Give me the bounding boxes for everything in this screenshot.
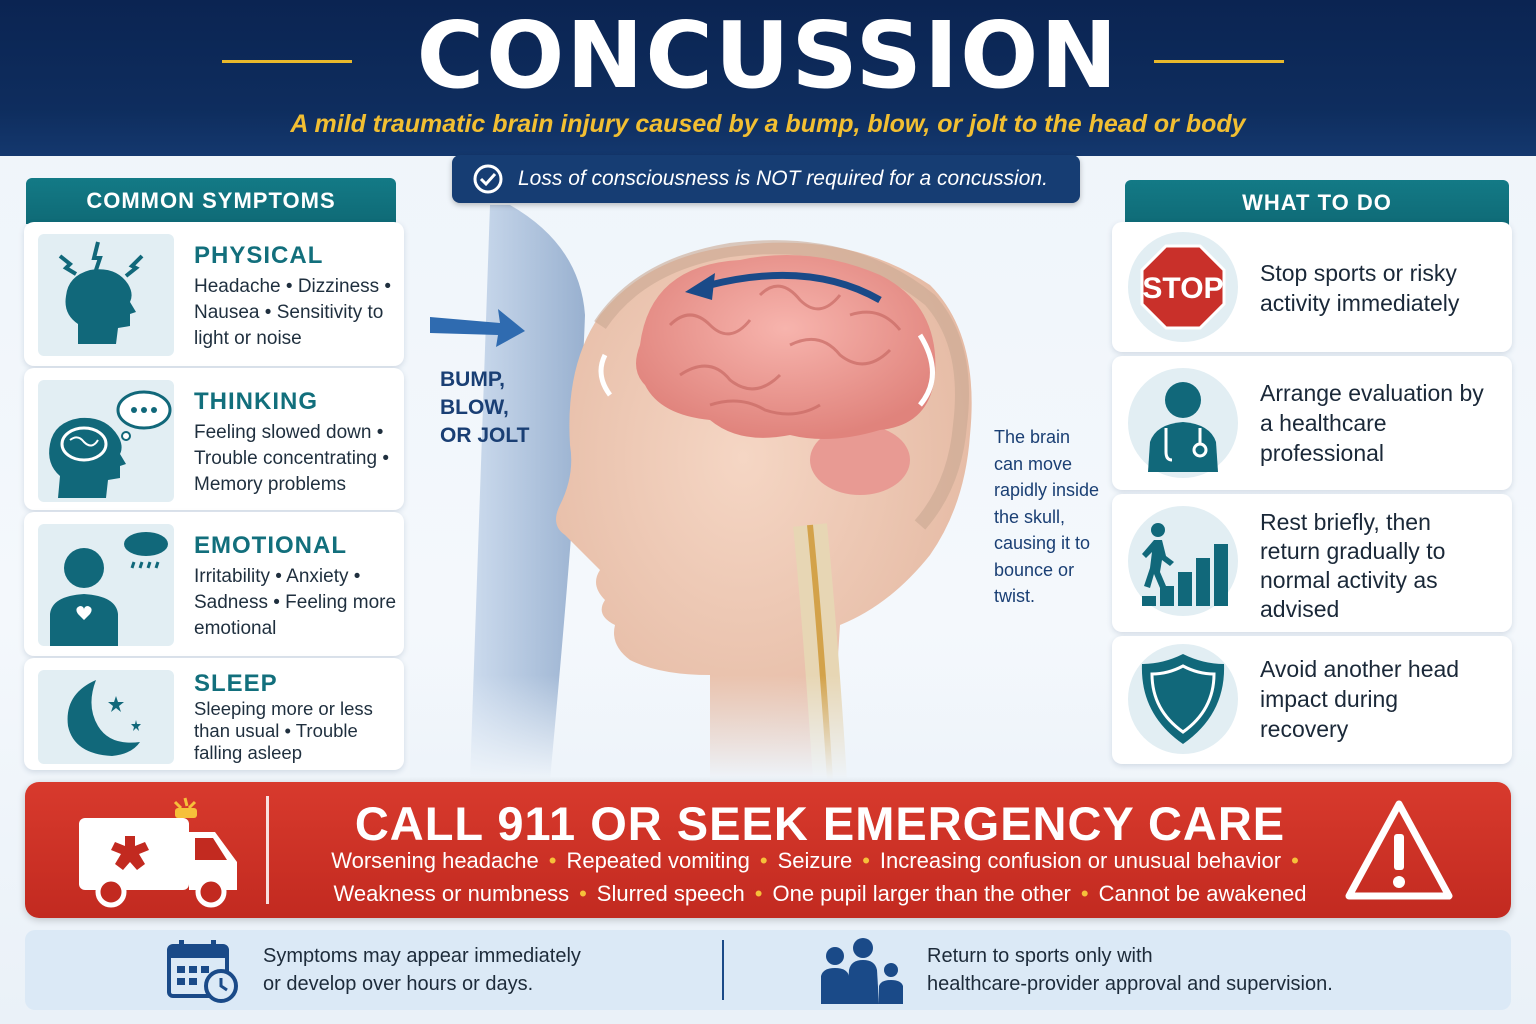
title-rule-right <box>1154 60 1284 63</box>
impact-surface <box>470 205 585 780</box>
return-to-sports-note: Return to sports only with healthcare-pr… <box>927 945 1333 995</box>
symptom-card-emotional: EMOTIONAL Irritability • Anxiety • Sadne… <box>24 512 404 656</box>
impact-label: BUMP, BLOW, OR JOLT <box>440 368 530 447</box>
brain-motion-arrow-icon <box>709 271 882 304</box>
action-text: Rest briefly, then return gradually to n… <box>1260 509 1446 622</box>
doctor-icon <box>1128 368 1238 478</box>
brain-movement-note: The brain can move rapidly inside the sk… <box>994 427 1100 606</box>
stairs-progress-icon <box>1128 506 1238 616</box>
brain-thought-icon <box>38 380 174 502</box>
shield-icon <box>1128 644 1238 754</box>
page-subtitle: A mild traumatic brain injury caused by … <box>290 110 1246 138</box>
what-to-do-heading: WHAT TO DO <box>1125 180 1509 226</box>
header-banner: CONCUSSION A mild traumatic brain injury… <box>0 0 1536 156</box>
action-card-rest: Rest briefly, then return gradually to n… <box>1112 494 1512 632</box>
emergency-signs-line-1: Worsening headache•Repeated vomiting•Sei… <box>331 848 1299 873</box>
brain <box>636 255 936 439</box>
head-brain-illustration <box>410 205 1110 780</box>
stop-sign-icon: STOP <box>1128 232 1238 342</box>
person-raincloud-icon <box>38 524 174 646</box>
symptom-description: Sleeping more or less than usual • Troub… <box>194 698 373 763</box>
family-icon <box>821 938 903 1004</box>
footer-notes: Symptoms may appear immediately or devel… <box>25 930 1511 1010</box>
loc-banner: Loss of consciousness is NOT required fo… <box>452 155 1080 203</box>
symptom-description: Irritability • Anxiety • Sadness • Feeli… <box>194 566 397 639</box>
symptom-category: SLEEP <box>194 670 278 697</box>
emergency-divider <box>266 796 269 904</box>
action-card-evaluation: Arrange evaluation by a healthcare profe… <box>1112 356 1512 490</box>
moon-stars-icon <box>38 670 174 764</box>
check-circle-icon <box>473 164 503 194</box>
emergency-banner: CALL 911 OR SEEK EMERGENCY CARE Worsenin… <box>25 782 1511 918</box>
ambulance-icon <box>79 797 237 908</box>
symptom-card-physical: PHYSICAL Headache • Dizziness • Nausea •… <box>24 222 404 366</box>
page-title: CONCUSSION <box>416 2 1120 109</box>
symptoms-heading: COMMON SYMPTOMS <box>26 178 396 224</box>
warning-icon <box>1345 800 1453 900</box>
impact-arrow-icon <box>430 309 525 347</box>
footer-divider <box>722 940 724 1000</box>
symptom-description: Headache • Dizziness • Nausea • Sensitiv… <box>194 276 392 349</box>
action-text: Stop sports or risky activity immediatel… <box>1260 260 1460 316</box>
head-pain-icon <box>38 234 174 356</box>
loc-banner-text: Loss of consciousness is NOT required fo… <box>518 167 1048 190</box>
skull-outline <box>594 240 969 530</box>
symptom-category: PHYSICAL <box>194 242 324 269</box>
action-text: Arrange evaluation by a healthcare profe… <box>1260 380 1484 466</box>
symptom-card-sleep: SLEEP Sleeping more or less than usual •… <box>24 658 404 770</box>
action-card-avoid: Avoid another head impact during recover… <box>1112 636 1512 764</box>
symptom-timing-note: Symptoms may appear immediately or devel… <box>263 945 581 995</box>
emergency-signs-line-2: Weakness or numbness•Slurred speech•One … <box>333 881 1307 906</box>
stop-sign-text: STOP <box>1142 272 1223 305</box>
symptom-description: Feeling slowed down • Trouble concentrat… <box>194 422 390 495</box>
cerebellum <box>810 425 910 495</box>
emergency-title: CALL 911 OR SEEK EMERGENCY CARE <box>354 797 1286 850</box>
symptom-category: THINKING <box>194 388 318 415</box>
symptom-card-thinking: THINKING Feeling slowed down • Trouble c… <box>24 368 404 510</box>
action-text: Avoid another head impact during recover… <box>1260 656 1460 742</box>
symptom-category: EMOTIONAL <box>194 532 347 559</box>
title-rule-left <box>222 60 352 63</box>
calendar-clock-icon <box>167 940 238 1003</box>
action-card-stop: STOP Stop sports or risky activity immed… <box>1112 222 1512 352</box>
